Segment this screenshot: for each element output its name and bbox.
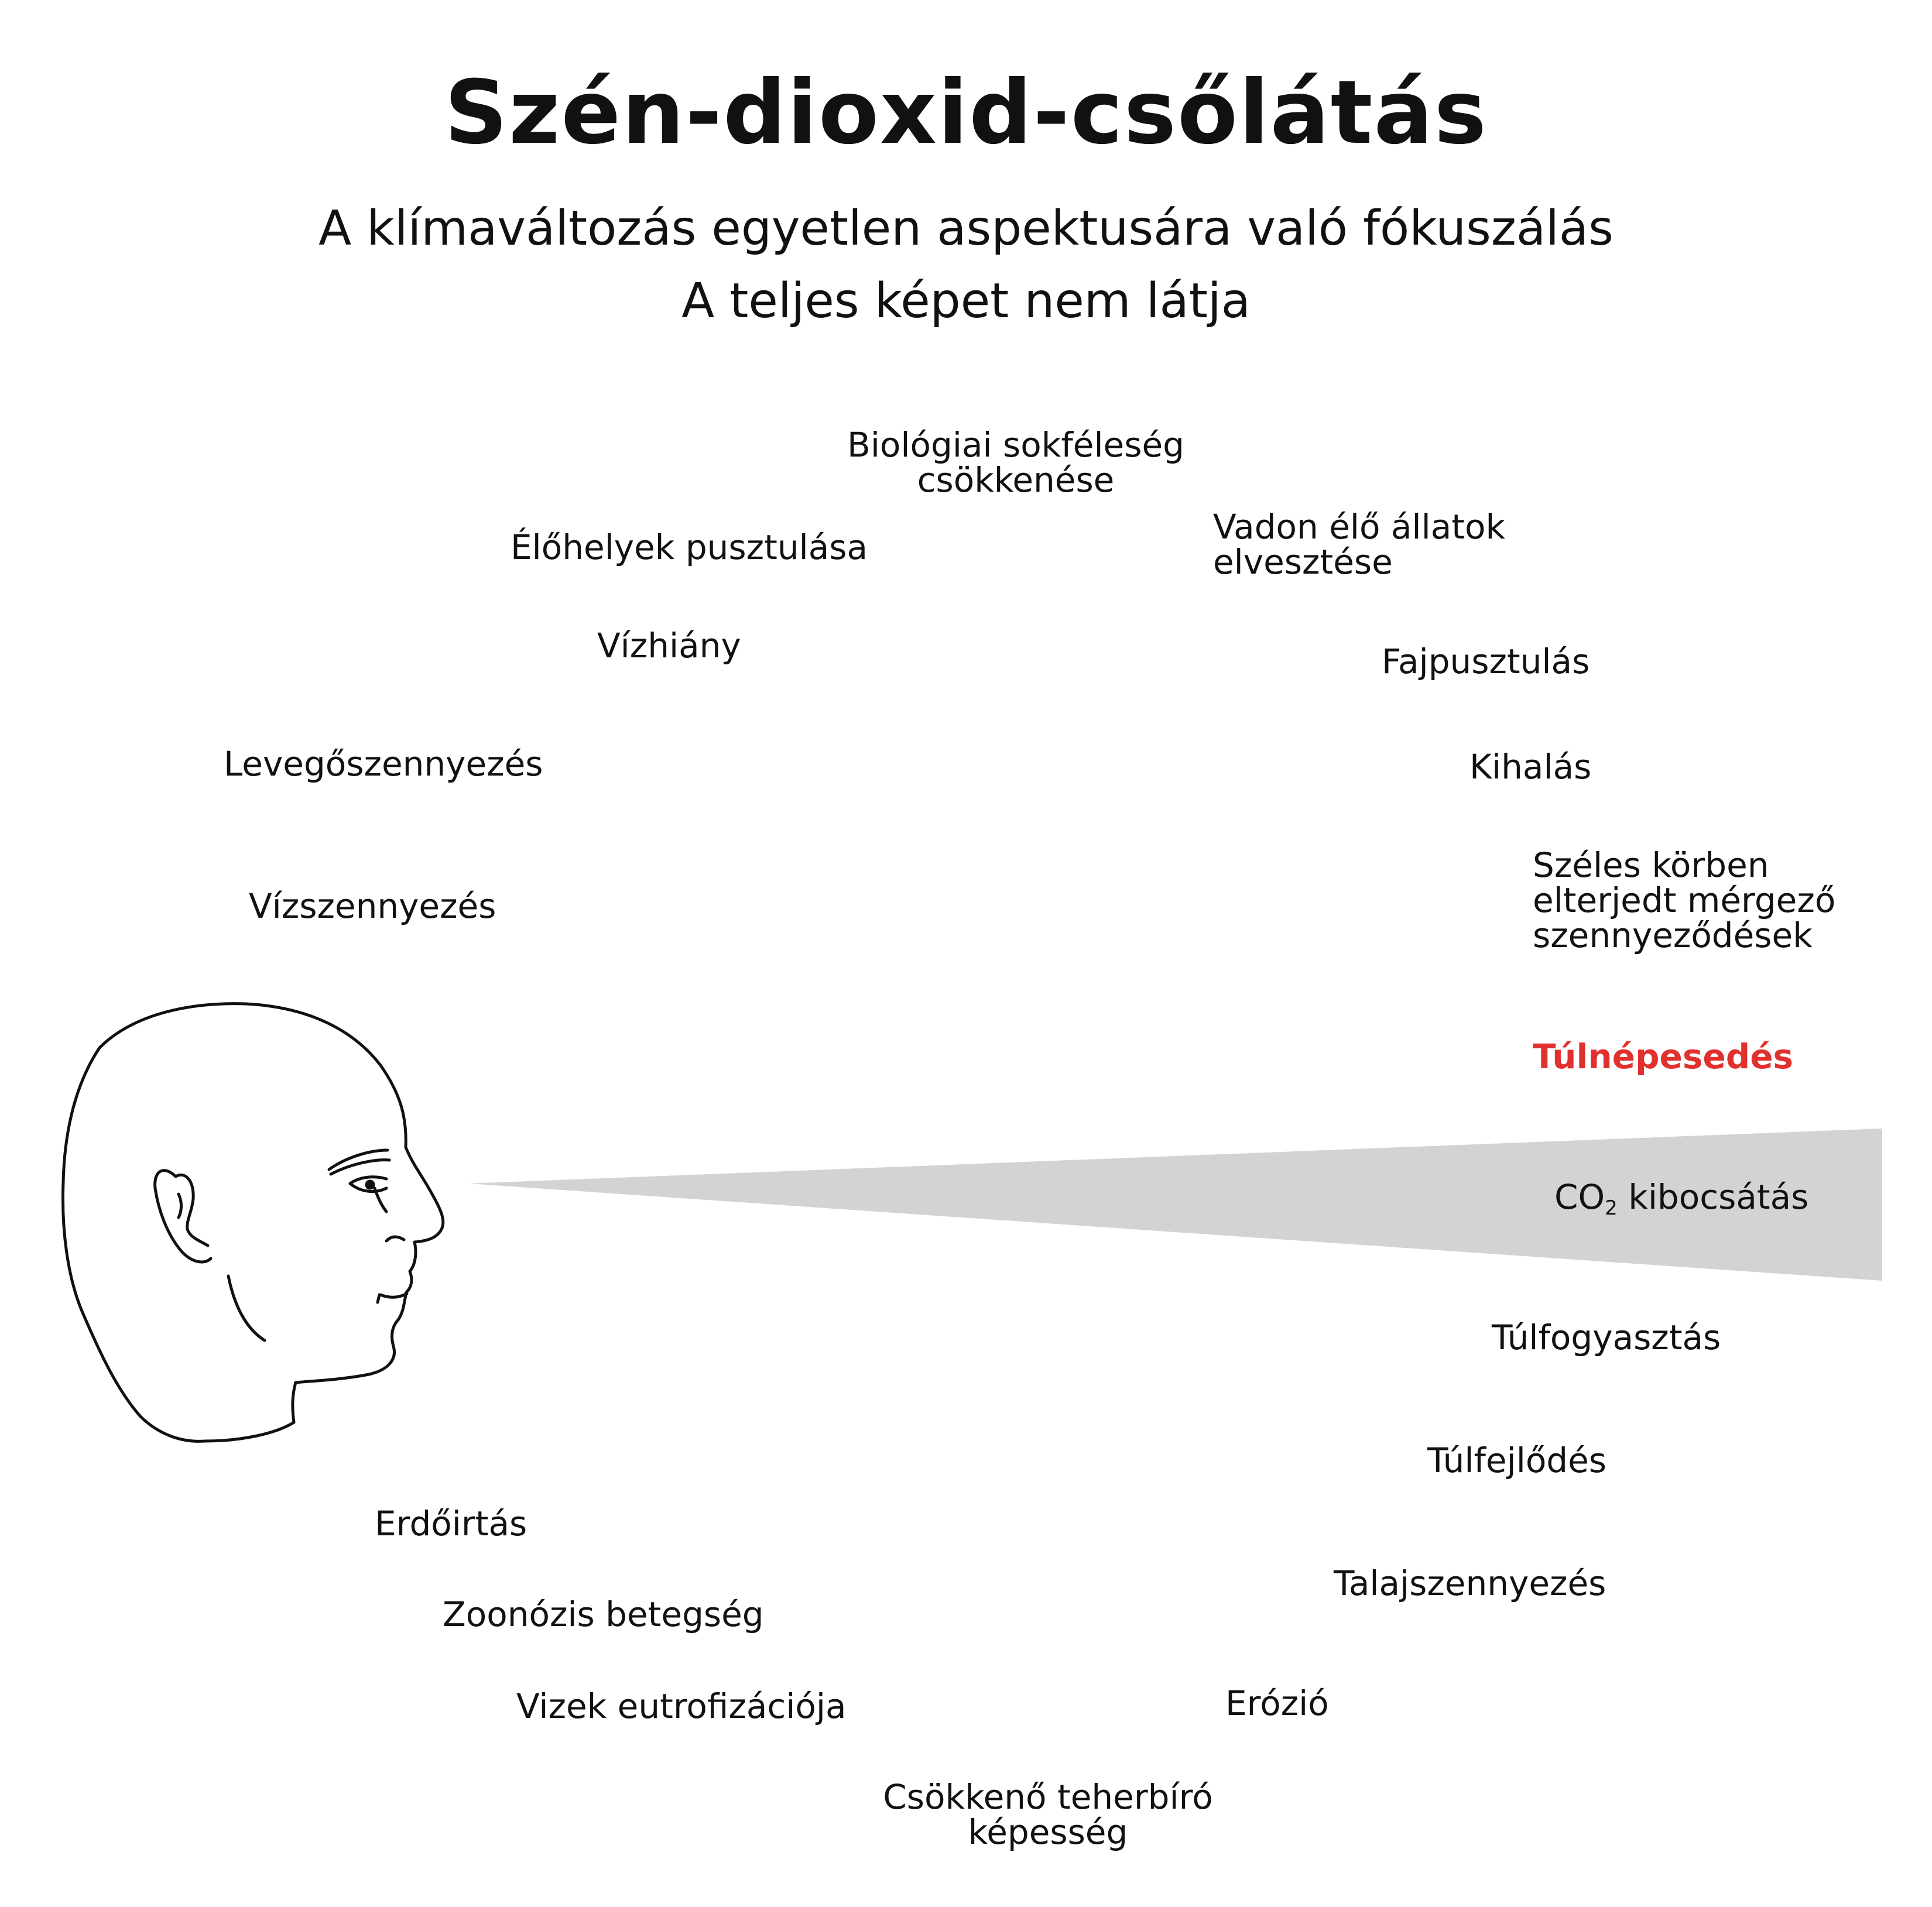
label-biodiversity-loss: Biológiai sokféleség csökkenése [843,427,1188,498]
label-decreasing-capacity-line-1: Csökkenő teherbíró [883,1777,1213,1817]
label-overdevelopment: Túlfejlődés [1427,1440,1607,1480]
label-decreasing-capacity-line-2: képesség [968,1812,1128,1852]
label-wildlife-loss: Vadon élő állatok elvesztése [1213,509,1505,579]
page-title: Szén-dioxid-csőlátás [444,62,1488,164]
label-habitat-destruction: Élőhelyek pusztulása [511,527,868,567]
label-air-pollution: Levegőszennyezés [224,744,543,784]
label-species-extinction: Fajpusztulás [1382,642,1590,681]
label-zoonotic-disease: Zoonózis betegség [443,1594,764,1634]
label-toxic-pollutants: Széles körben elterjedt mérgező szennyez… [1533,848,1835,953]
label-co2-emissions: CO2 kibocsátás [1554,1177,1809,1218]
label-biodiversity-loss-line-1: Biológiai sokféleség [847,425,1184,465]
label-co2-suffix: kibocsátás [1617,1177,1809,1217]
label-wildlife-loss-line-1: Vadon élő állatok [1213,507,1506,547]
label-toxic-pollutants-line-1: Széles körben [1533,845,1769,885]
label-wildlife-loss-line-2: elvesztése [1213,542,1393,582]
label-deforestation: Erdőirtás [375,1504,527,1544]
tunnel-vision-cone [468,1129,1882,1281]
label-biodiversity-loss-line-2: csökkenése [917,460,1115,500]
label-soil-pollution: Talajszennyezés [1334,1563,1606,1603]
label-overpopulation: Túlnépesedés [1533,1037,1794,1076]
label-decreasing-capacity: Csökkenő teherbíró képesség [866,1779,1229,1850]
subtitle-line-2: A teljes képet nem látja [681,273,1251,329]
label-water-scarcity: Vízhiány [597,626,741,666]
label-water-pollution: Vízszennyezés [249,886,496,926]
label-co2-subscript: 2 [1605,1196,1618,1220]
label-extinction: Kihalás [1469,747,1592,787]
head-profile-icon [61,1002,445,1443]
label-co2-prefix: CO [1554,1177,1605,1217]
label-overconsumption: Túlfogyasztás [1492,1318,1721,1357]
label-eutrophication: Vizek eutrofizációja [516,1686,847,1726]
subtitle-line-1: A klímaváltozás egyetlen aspektusára val… [318,201,1614,256]
label-toxic-pollutants-line-3: szennyeződések [1533,915,1813,955]
label-erosion: Erózió [1225,1683,1329,1723]
label-toxic-pollutants-line-2: elterjedt mérgező [1533,880,1836,920]
